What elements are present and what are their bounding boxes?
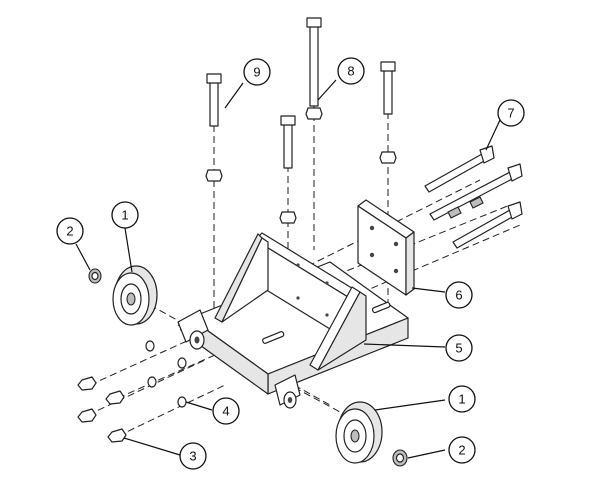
callout-2-upper: 2 [56, 217, 84, 245]
callout-8: 8 [337, 57, 365, 85]
callout-label: 3 [189, 449, 196, 464]
wheel-right [335, 401, 383, 464]
callout-7: 7 [497, 99, 525, 127]
callout-label: 7 [507, 106, 514, 121]
callout-label: 6 [455, 288, 462, 303]
callout-label: 4 [222, 404, 229, 419]
callout-3: 3 [179, 442, 207, 470]
wheel-left [112, 265, 158, 326]
callout-1-lower: 1 [448, 385, 476, 413]
frame-weldment [177, 232, 409, 409]
callout-label: 1 [458, 392, 465, 407]
callout-label: 2 [458, 443, 465, 458]
callout-5: 5 [445, 334, 473, 362]
callout-label: 8 [347, 64, 354, 79]
callout-label: 9 [253, 65, 260, 80]
callout-4: 4 [212, 397, 240, 425]
hardware-small [77, 268, 408, 467]
leader-lines [75, 79, 501, 459]
callout-9: 9 [243, 58, 271, 86]
callout-2-lower: 2 [448, 436, 476, 464]
callout-label: 2 [66, 224, 73, 239]
callout-1-upper: 1 [111, 201, 139, 229]
vertical-bolts [205, 17, 397, 224]
callout-6: 6 [445, 281, 473, 309]
callout-label: 5 [455, 341, 462, 356]
horizontal-bolts [424, 145, 523, 249]
mounting-plate [357, 199, 415, 296]
callout-label: 1 [121, 208, 128, 223]
